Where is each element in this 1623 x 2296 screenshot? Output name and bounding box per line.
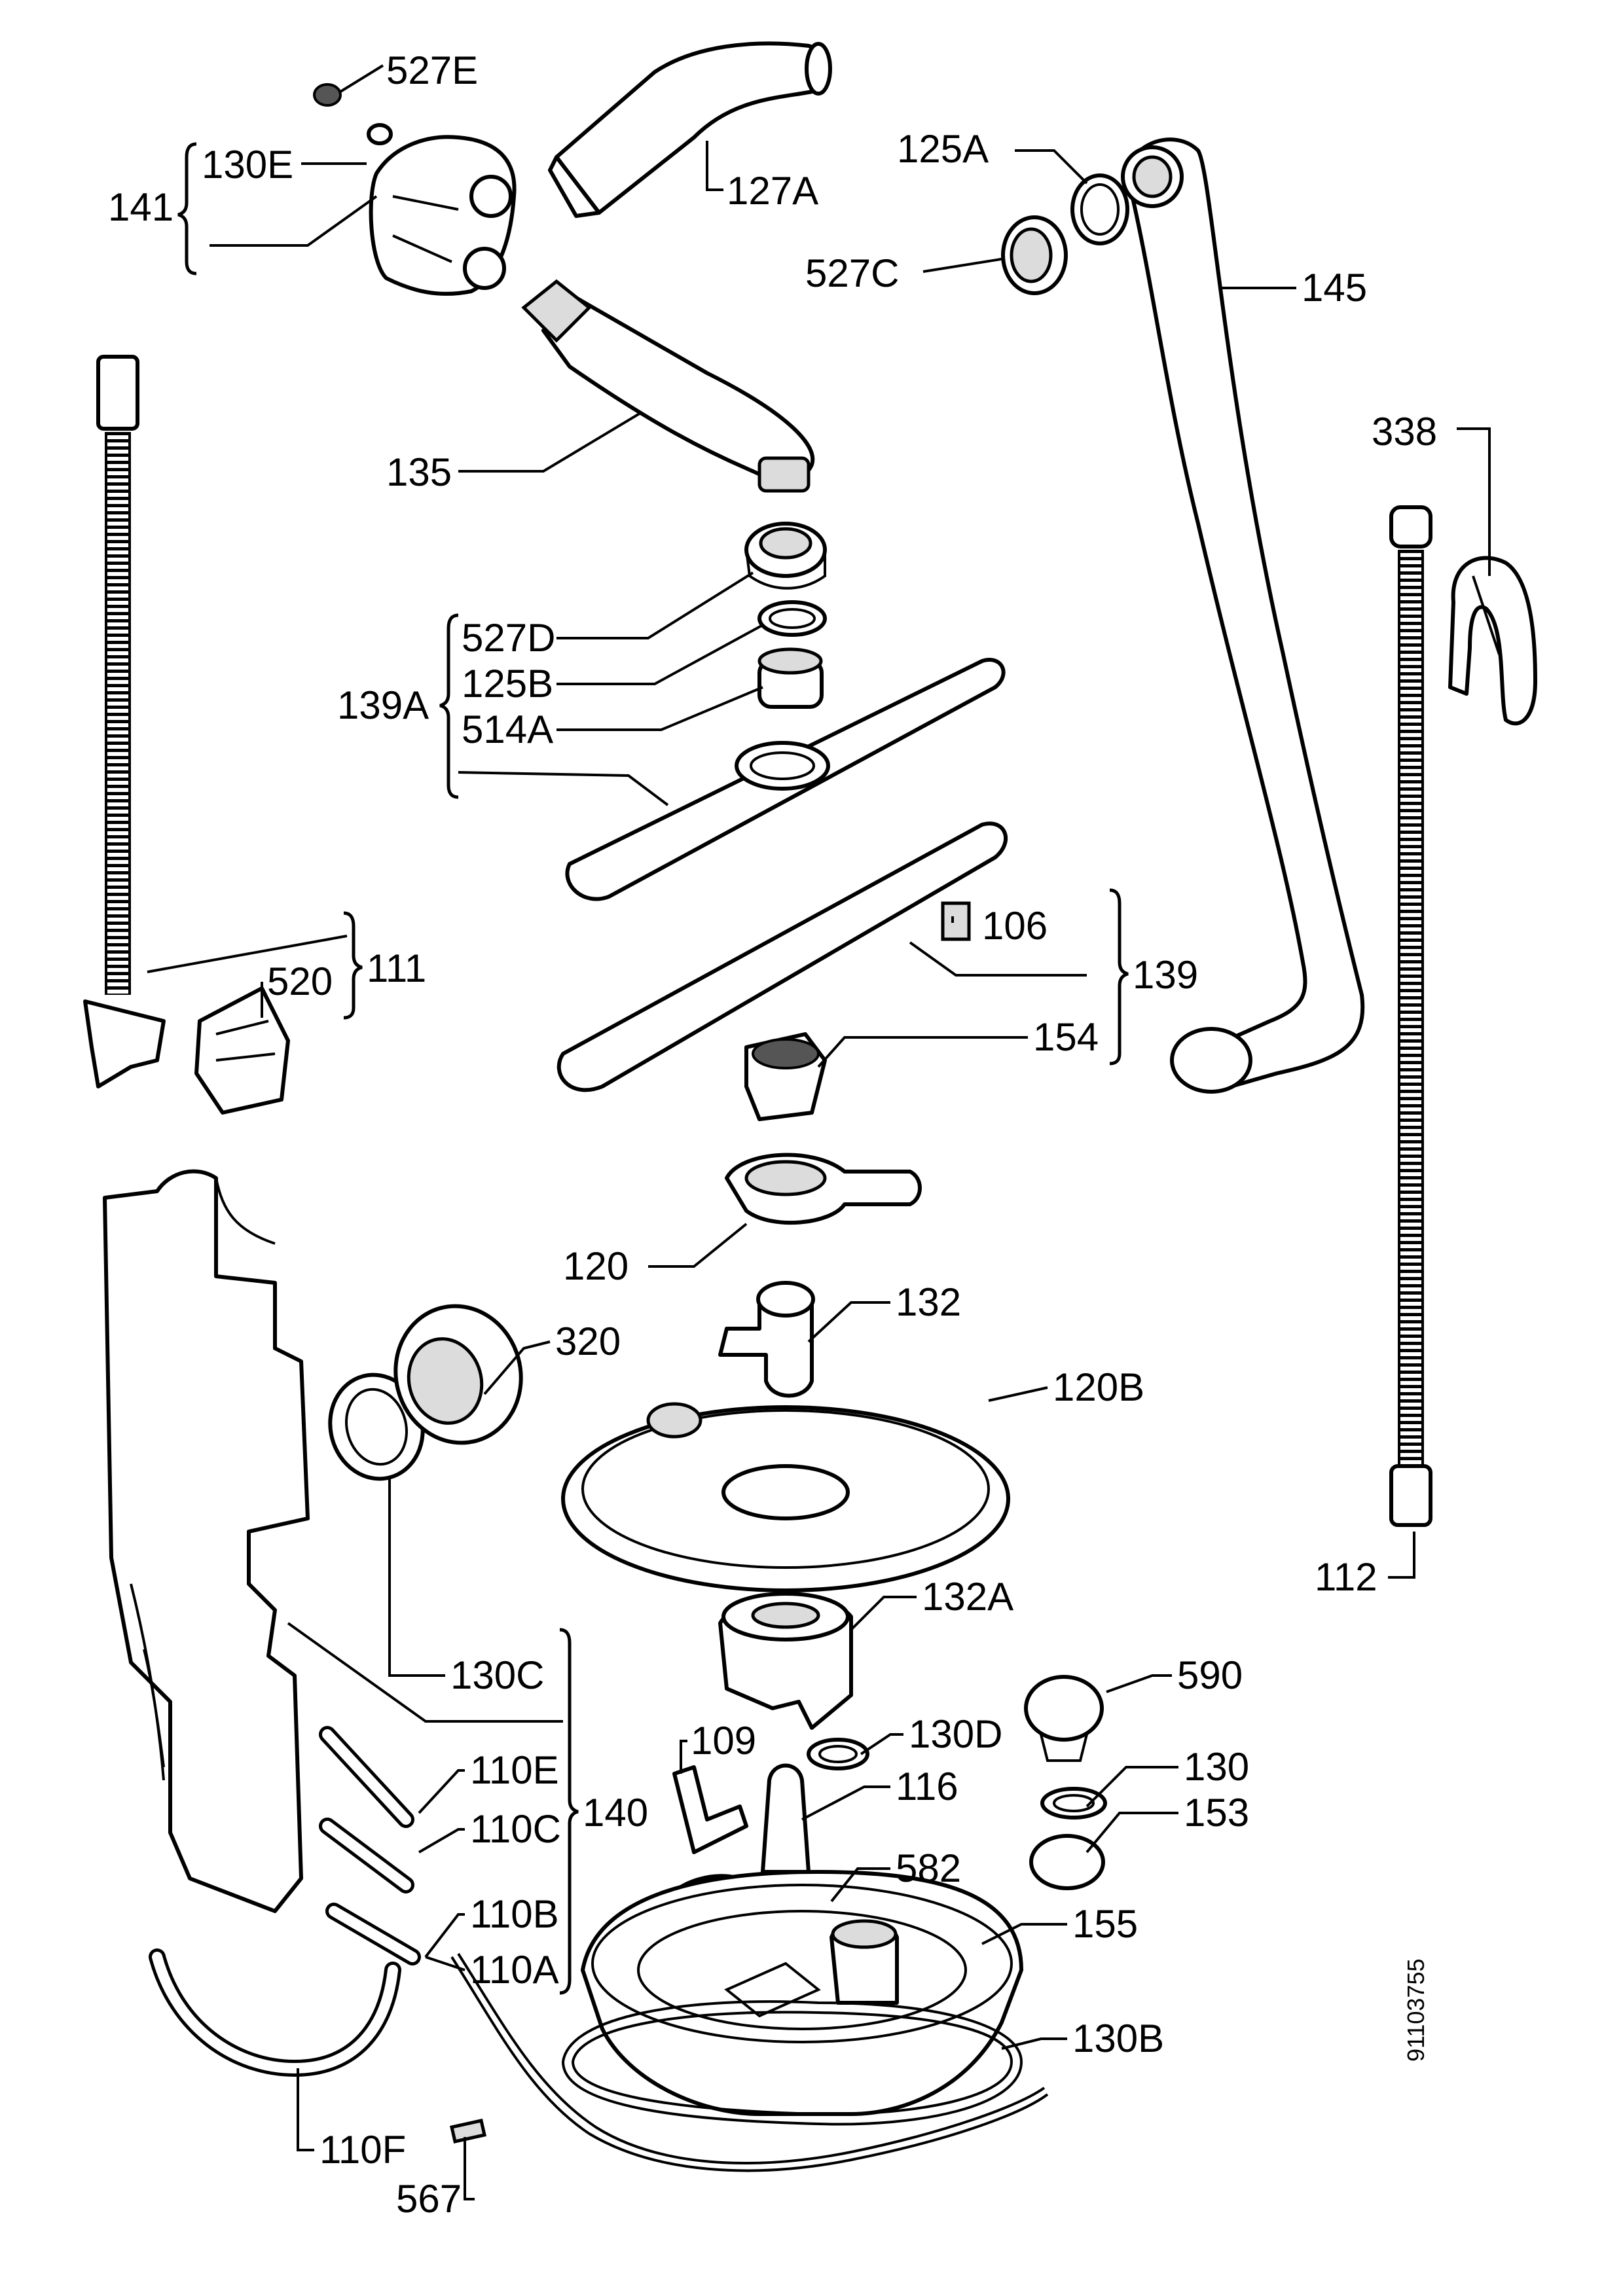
part-130D-seal — [807, 1738, 869, 1770]
part-132-pipe — [718, 1281, 815, 1398]
label-111: 111 — [367, 946, 426, 990]
label-130C: 130C — [450, 1653, 544, 1697]
label-125A: 125A — [897, 127, 989, 171]
label-139: 139 — [1133, 953, 1198, 997]
label-132A: 132A — [922, 1575, 1013, 1619]
part-132A-sump-cover — [718, 1592, 853, 1730]
part-120B-filter-plate — [561, 1402, 1010, 1592]
part-145-supply-pipe — [1121, 137, 1365, 1094]
label-567: 567 — [396, 2177, 462, 2221]
part-527C-nut — [1001, 215, 1068, 295]
label-582: 582 — [896, 1846, 961, 1890]
label-154: 154 — [1033, 1015, 1099, 1059]
part-130-seal — [1040, 1787, 1107, 1820]
label-110A: 110A — [470, 1948, 559, 1992]
label-140: 140 — [583, 1791, 648, 1835]
brace-group-lines — [177, 142, 1129, 1995]
part-106-clip — [941, 901, 971, 941]
part-155-sump — [581, 1870, 1023, 2116]
leader-lines — [147, 64, 1491, 2200]
label-130: 130 — [1184, 1745, 1249, 1789]
label-338: 338 — [1372, 410, 1437, 454]
part-127A-arm — [548, 41, 832, 218]
part-130B-gasket — [561, 2000, 1023, 2126]
label-527E: 527E — [386, 48, 478, 92]
callout-labels: 527E 130E 141 127A 125A 527C 145 338 135… — [108, 48, 1437, 2221]
part-320-pump-cover — [393, 1304, 523, 1445]
part-120-strainer — [725, 1153, 922, 1225]
label-120B: 120B — [1053, 1365, 1144, 1409]
label-590: 590 — [1177, 1653, 1243, 1697]
label-135: 135 — [386, 450, 452, 494]
part-527D-ring — [744, 522, 827, 590]
part-520-valve — [194, 986, 290, 1115]
label-110F: 110F — [319, 2128, 406, 2172]
part-567-clip — [450, 2119, 486, 2144]
label-155: 155 — [1072, 1902, 1138, 1946]
part-110A-drain-hose — [450, 1952, 1049, 2172]
part-141-spray-head — [369, 135, 517, 296]
label-110E: 110E — [470, 1748, 559, 1792]
label-139A: 139A — [337, 683, 429, 727]
label-130D: 130D — [909, 1712, 1002, 1756]
label-514A: 514A — [462, 708, 553, 751]
label-145: 145 — [1302, 266, 1367, 310]
label-527C: 527C — [805, 251, 899, 295]
label-125B: 125B — [462, 662, 553, 706]
part-140-duct-panel — [103, 1169, 421, 1965]
part-135-upper-spray-tube — [521, 279, 815, 493]
part-130E-seal — [367, 123, 393, 145]
part-139A-spray-arm — [565, 658, 1006, 901]
label-132: 132 — [896, 1280, 961, 1324]
label-320: 320 — [555, 1319, 621, 1363]
label-130E: 130E — [202, 143, 293, 187]
part-125A-seal-ring — [1070, 173, 1129, 245]
part-514A-hub — [757, 647, 824, 709]
drawing-code: 91103755 — [1402, 1959, 1429, 2062]
label-110B: 110B — [470, 1892, 559, 1936]
label-527D: 527D — [462, 616, 555, 660]
part-338-clip — [1448, 556, 1537, 726]
part-153-cover — [1029, 1834, 1105, 1890]
part-112-drain-hose — [1389, 505, 1432, 1527]
label-153: 153 — [1184, 1791, 1249, 1835]
part-111-inlet-hose — [83, 355, 166, 1088]
label-130B: 130B — [1072, 2017, 1164, 2060]
label-106: 106 — [982, 904, 1048, 948]
part-110F-hose — [149, 1948, 401, 2077]
part-130C-seal — [328, 1372, 425, 1481]
part-139-spray-arm — [556, 821, 1008, 1092]
label-141: 141 — [108, 185, 173, 229]
label-120: 120 — [563, 1244, 629, 1288]
label-110C: 110C — [470, 1807, 561, 1851]
label-112: 112 — [1315, 1555, 1377, 1599]
part-125B-ring — [757, 600, 827, 637]
part-590-cap — [1024, 1675, 1104, 1762]
label-109: 109 — [691, 1719, 756, 1763]
label-127A: 127A — [727, 169, 818, 213]
part-527E-cap — [313, 83, 342, 107]
label-520: 520 — [267, 960, 333, 1003]
part-154-hub — [744, 1032, 827, 1121]
label-116: 116 — [896, 1765, 958, 1808]
part-109-bracket — [672, 1765, 748, 1854]
